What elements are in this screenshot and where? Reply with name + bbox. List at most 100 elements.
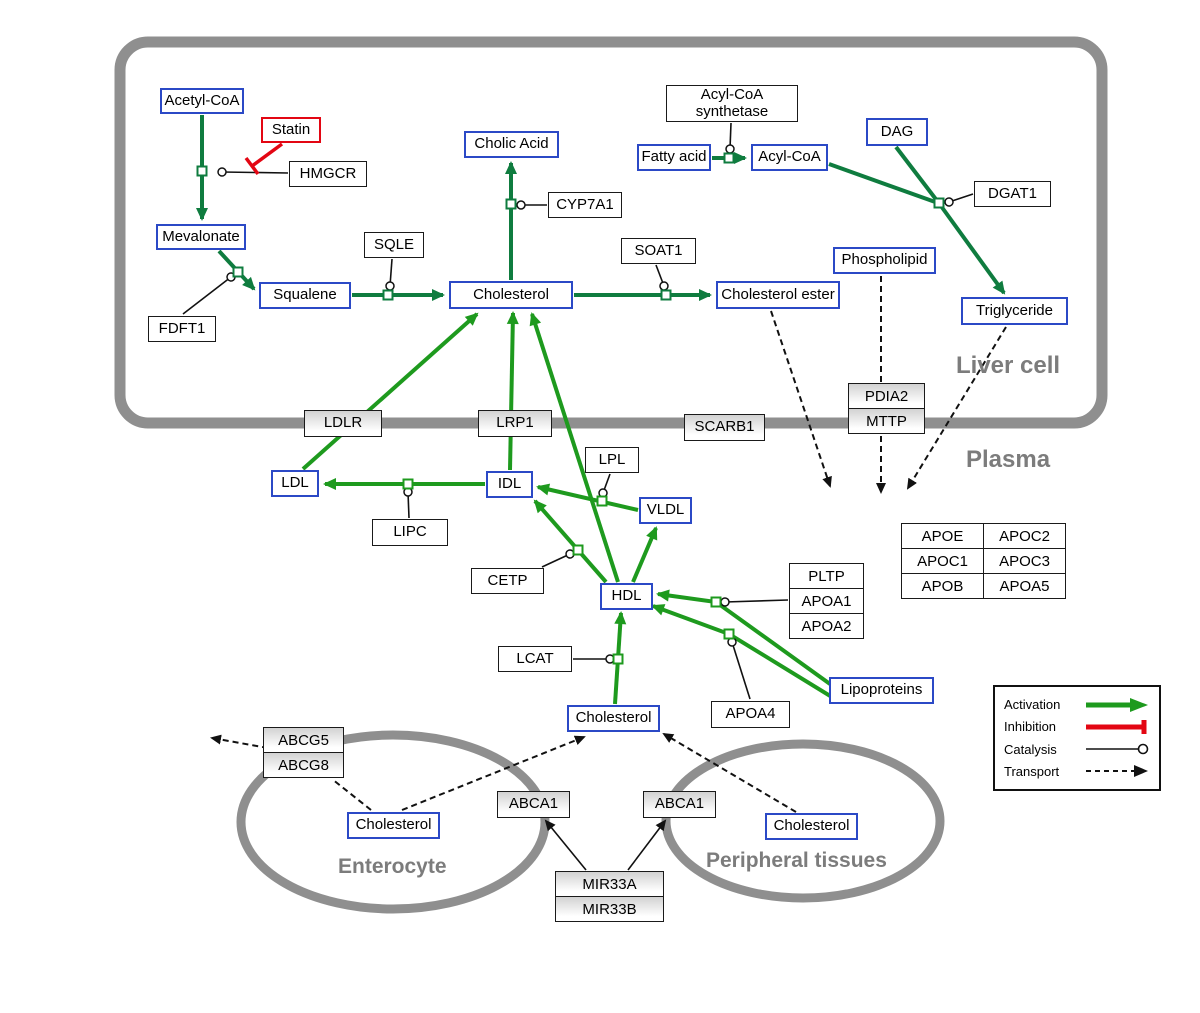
node-idl[interactable]: IDL (486, 471, 533, 498)
node-statin[interactable]: Statin (261, 117, 321, 143)
membrane-mttp[interactable]: MTTP (849, 409, 924, 433)
edge-catalysis-lpl (598, 473, 611, 498)
enzyme-apoa4[interactable]: APOA4 (711, 701, 790, 728)
enzyme-cyp7a1[interactable]: CYP7A1 (548, 192, 622, 218)
reaction-node (933, 197, 945, 209)
enzyme-lcat[interactable]: LCAT (498, 646, 572, 672)
enzyme-lipc[interactable]: LIPC (372, 519, 448, 546)
edge-hdl-idl-cetp (533, 499, 608, 584)
node-ldl[interactable]: LDL (271, 470, 319, 497)
abcg-stack: ABCG5 ABCG8 (263, 727, 344, 778)
edge-hdl-vldl (631, 526, 658, 583)
membrane-pdia2[interactable]: PDIA2 (849, 384, 924, 408)
node-hdl[interactable]: HDL (600, 583, 653, 610)
enzyme-apoa2[interactable]: APOA2 (790, 614, 863, 638)
reaction-node (612, 653, 624, 665)
apolipoprotein-table: APOE APOC2 APOC1 APOC3 APOB APOA5 (901, 523, 1066, 599)
reaction-node (572, 544, 584, 556)
node-acyl-coa[interactable]: Acyl-CoA (751, 144, 828, 171)
enzyme-apoc1[interactable]: APOC1 (902, 549, 983, 573)
enzyme-apoa1[interactable]: APOA1 (790, 589, 863, 613)
edge-catalysis-dgat1 (944, 193, 974, 207)
edge-vldl-idl (536, 483, 639, 512)
node-cholesterol-ester[interactable]: Cholesterol ester (716, 281, 840, 309)
edge-catalysis-fdft1 (182, 272, 236, 315)
membrane-scarb1[interactable]: SCARB1 (684, 414, 765, 441)
membrane-abca1-left[interactable]: ABCA1 (497, 791, 570, 818)
peripheral-tissues-label: Peripheral tissues (706, 849, 887, 872)
node-mir33b[interactable]: MIR33B (556, 897, 663, 921)
inhibition-symbol-icon (1086, 719, 1147, 734)
membrane-pdia2-mttp: PDIA2 MTTP (848, 383, 925, 434)
enzyme-acyl-coa-synthetase[interactable]: Acyl-CoA synthetase (666, 85, 798, 122)
enzyme-hmgcr[interactable]: HMGCR (289, 161, 367, 187)
edge-catalysis-soat1 (655, 264, 669, 291)
membrane-lrp1[interactable]: LRP1 (478, 410, 552, 437)
legend-catalysis-label: Catalysis (1004, 741, 1057, 757)
liver-cell-compartment (114, 36, 1108, 429)
enzyme-lpl[interactable]: LPL (585, 447, 639, 473)
enzyme-apoc2[interactable]: APOC2 (984, 524, 1065, 548)
enzyme-fdft1[interactable]: FDFT1 (148, 316, 216, 342)
reaction-node (660, 289, 672, 301)
enzyme-dgat1[interactable]: DGAT1 (974, 181, 1051, 207)
edge-ldl-uptake-cholesterol (301, 312, 479, 471)
activation-symbol-icon (1086, 697, 1148, 712)
node-cholesterol-plasma[interactable]: Cholesterol (567, 705, 660, 732)
edge-acylcoa-dgat-node (828, 162, 939, 205)
legend-row-activation: Activation (1004, 694, 1150, 715)
node-vldl[interactable]: VLDL (639, 497, 692, 524)
catalysis-symbol-icon (1086, 743, 1149, 755)
reaction-node (596, 495, 608, 507)
enzyme-apoa5[interactable]: APOA5 (984, 574, 1065, 598)
enzyme-apoe[interactable]: APOE (902, 524, 983, 548)
edge-mir33-abca1-left (544, 819, 587, 871)
membrane-abcg8[interactable]: ABCG8 (264, 753, 343, 777)
plasma-label: Plasma (966, 446, 1051, 473)
node-triglyceride[interactable]: Triglyceride (961, 297, 1068, 325)
node-fatty-acid[interactable]: Fatty acid (637, 144, 711, 171)
node-cholic-acid[interactable]: Cholic Acid (464, 131, 559, 158)
edge-transport-peripheral-cholesterol-plasma (662, 732, 797, 813)
legend-transport-label: Transport (1004, 763, 1060, 779)
reaction-node (505, 198, 517, 210)
legend-inhibition-label: Inhibition (1004, 719, 1057, 735)
node-mir33a[interactable]: MIR33A (556, 872, 663, 896)
enzyme-cetp[interactable]: CETP (471, 568, 544, 594)
node-cholesterol-peripheral[interactable]: Cholesterol (765, 813, 858, 840)
node-squalene[interactable]: Squalene (259, 282, 351, 309)
membrane-abca1-right[interactable]: ABCA1 (643, 791, 716, 818)
node-cholesterol-liver[interactable]: Cholesterol (449, 281, 573, 309)
node-phospholipid[interactable]: Phospholipid (833, 247, 936, 274)
transport-symbol-icon (1086, 765, 1148, 778)
enzyme-soat1[interactable]: SOAT1 (621, 238, 696, 264)
legend-row-transport: Transport (1004, 761, 1150, 782)
reaction-node (723, 628, 735, 640)
membrane-ldlr[interactable]: LDLR (304, 410, 382, 437)
enzyme-apoc3[interactable]: APOC3 (984, 549, 1065, 573)
edge-dag-dgat-node (894, 145, 940, 204)
reaction-node (382, 289, 394, 301)
acyl-coa-synthetase-line1: Acyl-CoA (700, 86, 764, 104)
enzyme-sqle[interactable]: SQLE (364, 232, 424, 258)
edge-dgatnode-triglyceride (939, 204, 1006, 295)
enzyme-apob[interactable]: APOB (902, 574, 983, 598)
node-cholesterol-enterocyte[interactable]: Cholesterol (347, 812, 440, 839)
reaction-node (402, 478, 414, 490)
node-dag[interactable]: DAG (866, 118, 928, 146)
enzyme-pltp[interactable]: PLTP (790, 564, 863, 588)
pltp-apoa-stack: PLTP APOA1 APOA2 (789, 563, 864, 639)
node-mevalonate[interactable]: Mevalonate (156, 224, 246, 250)
edge-transport-enterocyte-cholesterol-plasma (401, 735, 586, 811)
reaction-node (232, 266, 244, 278)
legend-row-catalysis: Catalysis (1004, 739, 1150, 760)
membrane-abcg5[interactable]: ABCG5 (264, 728, 343, 752)
node-lipoproteins[interactable]: Lipoproteins (829, 677, 934, 704)
edge-catalysis-acylcoa-synthetase (725, 122, 735, 154)
node-acetyl-coa[interactable]: Acetyl-CoA (160, 88, 244, 114)
mir33-stack: MIR33A MIR33B (555, 871, 664, 922)
acyl-coa-synthetase-line2: synthetase (695, 102, 769, 120)
liver-cell-label: Liver cell (956, 352, 1061, 379)
enterocyte-label: Enterocyte (338, 855, 447, 878)
